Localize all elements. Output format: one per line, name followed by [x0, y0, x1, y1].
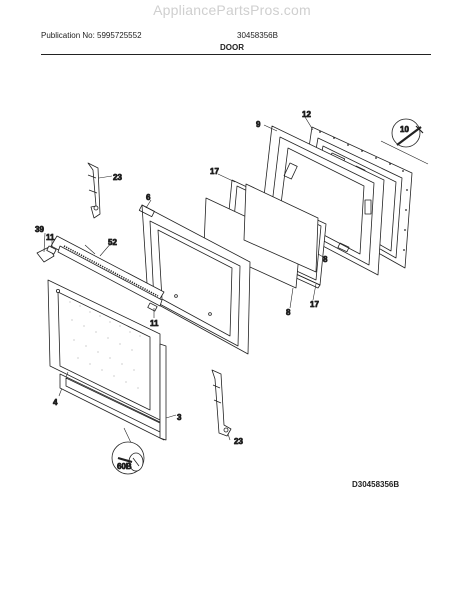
diagram-title: DOOR [220, 43, 244, 52]
callout-11-bottom: 11 [150, 319, 159, 328]
callout-12: 12 [302, 110, 311, 119]
part-23-hinge-top [87, 162, 113, 219]
callout-17-top: 17 [210, 167, 219, 176]
callout-6: 6 [146, 193, 151, 202]
callout-8-right: 8 [323, 255, 328, 264]
part-23-hinge-bottom [211, 369, 232, 441]
part-8-window-glass [203, 183, 319, 289]
callout-11-top: 11 [46, 233, 55, 242]
publication-number: Publication No: 5995725552 [41, 31, 142, 40]
callout-39: 39 [35, 225, 44, 234]
part-6-inner-panel [138, 204, 251, 355]
callout-23-top: 23 [113, 173, 122, 182]
callout-9: 9 [256, 120, 261, 129]
part-3-bottom-trim [59, 343, 177, 441]
callout-23-bottom: 23 [234, 437, 243, 446]
part-11-clip-top [46, 240, 57, 255]
callout-8-bottom: 8 [286, 308, 291, 317]
callout-3: 3 [177, 413, 182, 422]
callout-17-bottom: 17 [310, 300, 319, 309]
diagram-code: D30458356B [352, 480, 400, 489]
callout-52: 52 [108, 238, 117, 247]
part-52-handle-trim [50, 235, 165, 307]
part-60b-screw-callout [111, 427, 145, 475]
callout-4: 4 [53, 398, 58, 407]
callout-60b: 60B [117, 462, 132, 471]
leader-lines [99, 116, 326, 309]
watermark: AppliancePartsPros.com [153, 2, 311, 18]
callout-10: 10 [400, 125, 409, 134]
model-number: 30458356B [237, 31, 278, 40]
header-rule [41, 54, 431, 55]
part-11-clip-bottom [147, 302, 158, 318]
part-10-screw-callout [380, 118, 429, 165]
